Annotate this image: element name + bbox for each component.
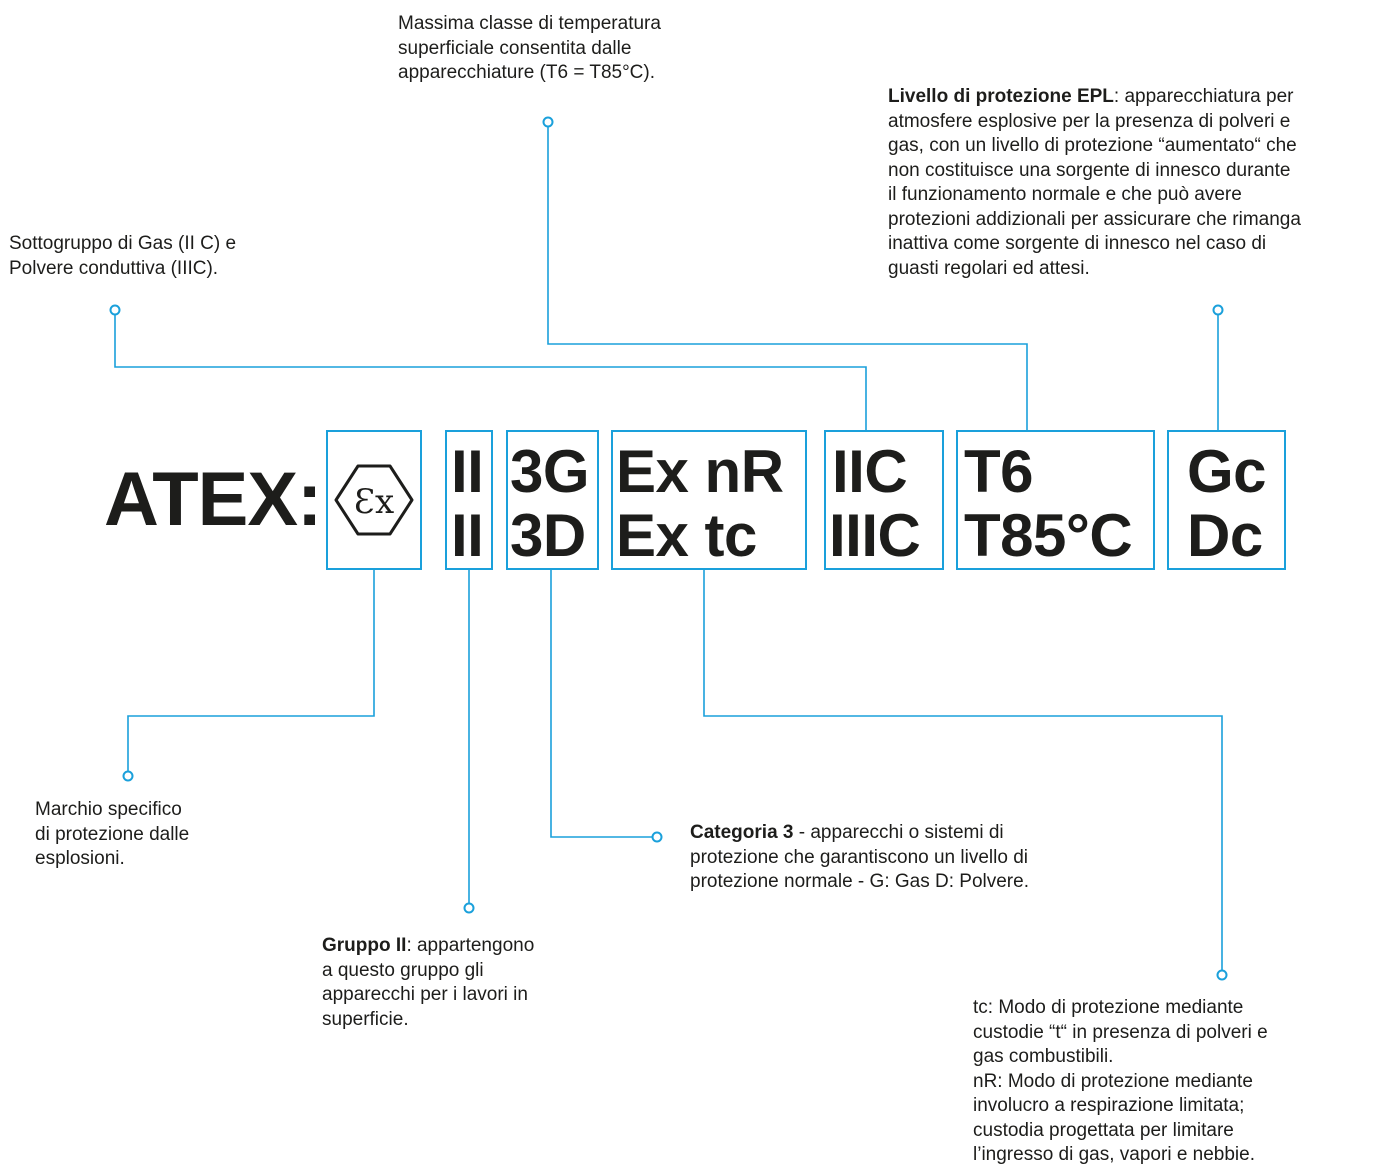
- temperature-box: T6 T85°C: [956, 430, 1155, 570]
- dot-ex-mark: [122, 770, 134, 782]
- annotation-subgroup: Sottogruppo di Gas (II C) e Polvere cond…: [9, 233, 237, 279]
- atex-ex-hexagon-icon: Ɛx: [334, 464, 414, 536]
- epl-code-dust: Dc: [1187, 502, 1263, 569]
- annotation-temperature-class: Massima classe di temperatura superficia…: [398, 13, 661, 83]
- dot-subgroup: [109, 304, 121, 316]
- category-box: 3G 3D: [506, 430, 599, 570]
- protection-code-gas: Ex nR: [616, 438, 784, 505]
- annotation-epl-heading: Livello di protezione EPL: [888, 86, 1114, 107]
- annotation-ex-mark: Marchio specifico di protezione dalle es…: [35, 799, 190, 869]
- temperature-code-gas: T6: [964, 438, 1034, 505]
- category-code-gas: 3G: [510, 438, 590, 505]
- dot-temperature-class: [542, 116, 554, 128]
- temperature-code-dust: T85°C: [964, 502, 1133, 569]
- atex-title: ATEX:: [104, 457, 322, 542]
- protection-box: Ex nR Ex tc: [611, 430, 807, 570]
- annotation-group-heading: Gruppo II: [322, 935, 407, 956]
- protection-code-dust: Ex tc: [616, 502, 757, 569]
- group-box: II II: [445, 430, 493, 570]
- connector-temperature-class: [547, 122, 1028, 431]
- epl-code-gas: Gc: [1187, 438, 1267, 505]
- subgroup-box: IIC IIIC: [824, 430, 944, 570]
- connector-ex-mark: [127, 569, 375, 775]
- dot-category: [651, 831, 663, 843]
- annotation-epl: Livello di protezione EPL: apparecchiatu…: [888, 86, 1301, 279]
- connector-protection-mode: [703, 569, 1223, 974]
- ex-mark-glyph: Ɛx: [354, 482, 394, 522]
- dot-protection-mode: [1216, 969, 1228, 981]
- category-code-dust: 3D: [510, 502, 586, 569]
- subgroup-code-gas: IIC: [832, 438, 908, 505]
- ex-mark-box: Ɛx: [326, 430, 422, 570]
- dot-group: [463, 902, 475, 914]
- subgroup-code-dust: IIIC: [829, 502, 921, 569]
- annotation-group: Gruppo II: appartengono a questo gruppo …: [322, 935, 535, 1030]
- annotation-protection-mode: tc: Modo di protezione mediante custodie…: [973, 997, 1268, 1165]
- annotation-category: Categoria 3 - apparecchi o sistemi di pr…: [690, 822, 1029, 892]
- epl-box: Gc Dc: [1167, 430, 1286, 570]
- group-code-gas: II: [451, 438, 484, 505]
- dot-epl: [1212, 304, 1224, 316]
- group-code-dust: II: [451, 502, 484, 569]
- annotation-category-heading: Categoria 3: [690, 822, 794, 843]
- connector-category: [550, 569, 656, 838]
- connector-subgroup: [114, 310, 867, 431]
